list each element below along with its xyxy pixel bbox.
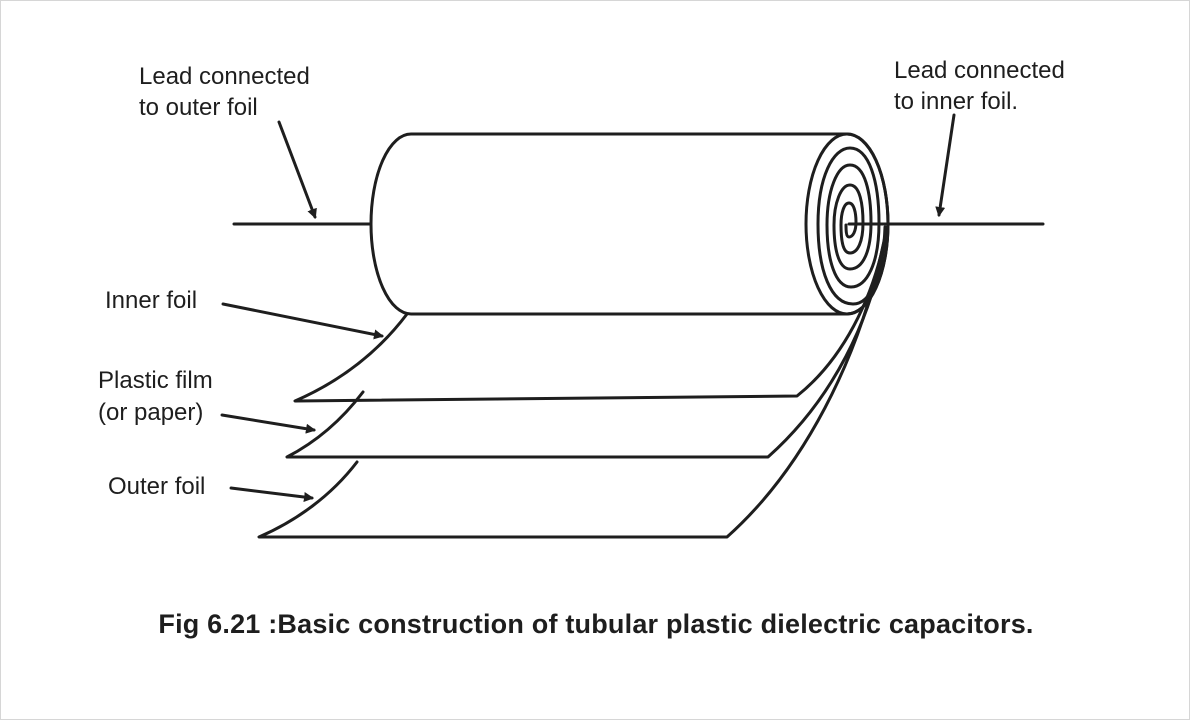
inner-foil-sheet xyxy=(293,225,889,403)
outer-lead-label: Lead connected to outer foil xyxy=(139,63,316,121)
inner-foil-arrow xyxy=(221,302,384,340)
figure-caption: Fig 6.21 :Basic construction of tubular … xyxy=(158,609,1034,639)
outer-foil-label: Outer foil xyxy=(108,473,205,500)
outer-lead-label-line-1: Lead connected xyxy=(139,63,310,90)
outer-foil-sheet xyxy=(257,229,888,539)
inner-lead-label-line-1: Lead connected xyxy=(894,57,1065,84)
capacitor-roll xyxy=(369,132,890,316)
plastic-film-label-line-2: (or paper) xyxy=(98,399,203,426)
plastic-film-sheet xyxy=(285,227,889,459)
inner-lead-label-line-2: to inner foil. xyxy=(894,88,1018,115)
inner-lead-label: Lead connected to inner foil. xyxy=(894,57,1071,115)
outer-foil-arrow xyxy=(229,486,314,502)
plastic-film-label: Plastic film (or paper) xyxy=(98,367,219,426)
outer-lead-label-line-2: to outer foil xyxy=(139,94,258,121)
inner-lead-arrow xyxy=(935,113,956,217)
outer-lead-arrow xyxy=(277,120,317,219)
spiral-winding xyxy=(816,146,887,306)
plastic-film-arrow xyxy=(220,413,316,434)
plastic-film-label-line-1: Plastic film xyxy=(98,367,213,394)
inner-foil-label: Inner foil xyxy=(105,287,197,314)
